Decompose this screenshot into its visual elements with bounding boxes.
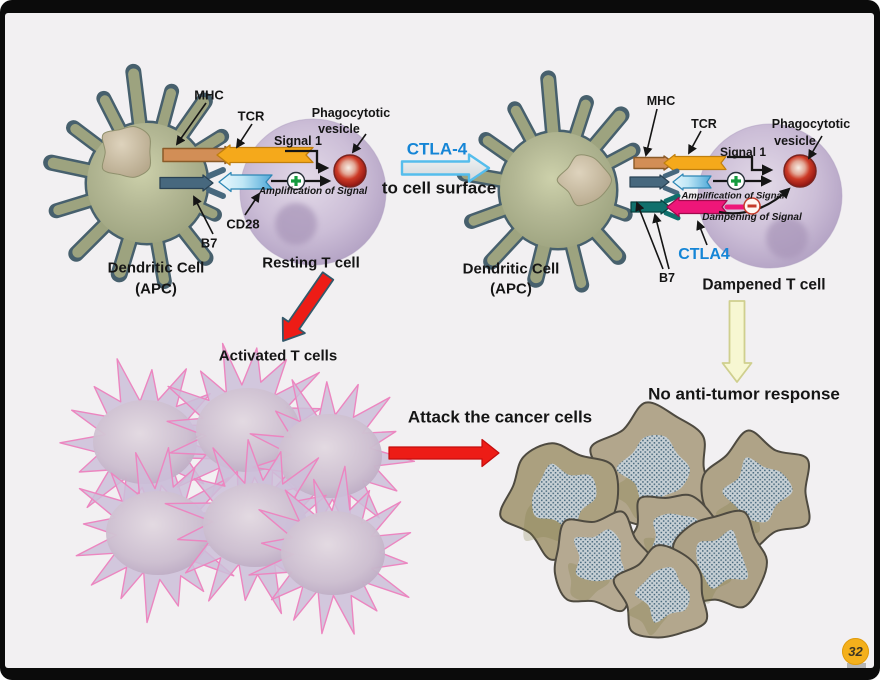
label-amplification-left: Amplification of Signal [258, 186, 368, 197]
label-ctla4-center: CTLA-4 [406, 139, 468, 159]
immune-diagram-svg [43, 63, 843, 639]
label-vesicle-left-2: vesicle [318, 121, 360, 136]
label-vesicle-left-1: Phagocytotic [311, 105, 391, 120]
label-tcr-left: TCR [237, 108, 265, 124]
label-signal1-right: Signal 1 [719, 145, 767, 159]
cancer-cells-cluster [499, 401, 811, 639]
label-dendritic-left-2: (APC) [135, 280, 177, 298]
flow-arrows [281, 153, 753, 468]
label-ctla4-receptor: CTLA4 [678, 246, 730, 263]
activated-t-cells-cluster [59, 342, 416, 635]
label-amplification-right: Amplification of Signal [681, 190, 785, 202]
label-attack-cancer-cells: Attack the cancer cells [407, 407, 593, 427]
label-dendritic-left-1: Dendritic Cell [107, 259, 205, 277]
dendritic-cell-right [456, 70, 641, 293]
label-activated-t-cells: Activated T cells [218, 347, 338, 365]
label-vesicle-right-2: vesicle [774, 133, 816, 148]
label-b7-left: B7 [200, 235, 218, 251]
label-dendritic-right-2: (APC) [490, 280, 532, 298]
signal-arrows [271, 149, 791, 215]
label-pointers [175, 102, 823, 270]
label-cd28-left: CD28 [226, 216, 260, 232]
badge-tab [847, 663, 866, 668]
dendritic-cell-left [43, 63, 230, 289]
label-resting-t-cell: Resting T cell [262, 254, 360, 272]
slide-number-badge: 32 [842, 638, 869, 665]
label-mhc-left: MHC [194, 87, 224, 103]
label-signal1-left: Signal 1 [274, 133, 322, 148]
label-dampening-right: Dampening of Signal [702, 212, 802, 223]
label-dampened-t-cell: Dampened T cell [702, 276, 826, 294]
label-dendritic-right-1: Dendritic Cell [462, 260, 560, 278]
diagram-canvas: MHC TCR Phagocytotic vesicle Signal 1 Am… [5, 13, 874, 668]
label-no-anti-tumor: No anti-tumor response [648, 384, 840, 404]
label-tcr-right: TCR [691, 116, 717, 131]
dampened-t-cell [697, 123, 843, 269]
slide-frame: MHC TCR Phagocytotic vesicle Signal 1 Am… [5, 13, 874, 668]
label-to-cell-surface: to cell surface [381, 178, 497, 198]
label-b7-right: B7 [659, 270, 675, 285]
slide-number: 32 [848, 644, 863, 659]
label-mhc-right: MHC [646, 93, 676, 108]
label-vesicle-right-1: Phagocytotic [771, 116, 851, 131]
